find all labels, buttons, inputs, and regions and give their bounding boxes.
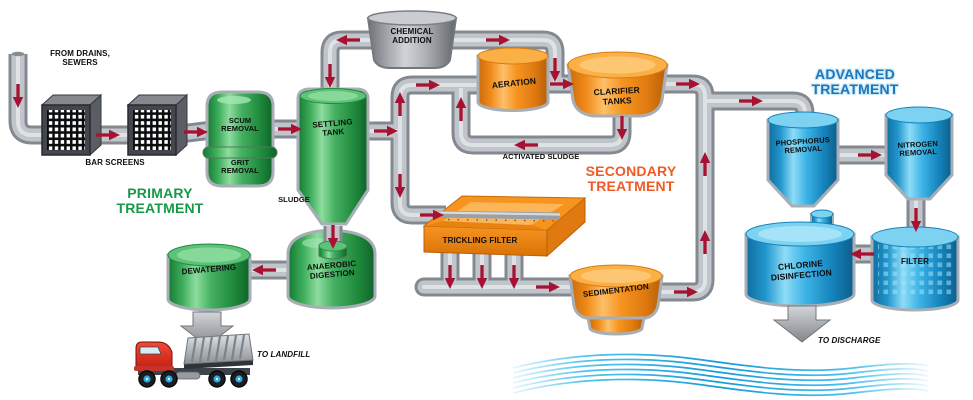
phosphorus-removal-tank <box>766 111 840 208</box>
section-advanced-treatment: ADVANCED TREATMENT <box>811 66 899 97</box>
section-primary-treatment: PRIMARY TREATMENT <box>116 185 204 216</box>
label-sludge: SLUDGE <box>278 195 310 204</box>
dewatering-tank <box>166 243 252 312</box>
settling-tank <box>296 87 370 226</box>
filter-tank <box>870 226 960 312</box>
label-grit-removal: GRIT REMOVAL <box>221 158 259 176</box>
dump-truck <box>134 333 254 388</box>
sedimentation-tank <box>568 264 664 336</box>
label-bar-screens: BAR SCREENS <box>85 158 145 167</box>
label-scum-removal: SCUM REMOVAL <box>221 116 259 134</box>
truck-wheels <box>138 370 248 388</box>
sprinkler-pipe <box>431 210 561 222</box>
label-chemical-addition: CHEMICAL ADDITION <box>390 27 434 45</box>
bar-screen-1 <box>41 94 102 156</box>
inlet-pipe-opening <box>11 51 25 57</box>
label-trickling-filter: TRICKLING FILTER <box>442 236 518 245</box>
label-to-discharge: TO DISCHARGE <box>818 336 881 345</box>
chemical-addition-tank <box>366 10 458 69</box>
clarifier-tank <box>566 51 669 118</box>
trickling-filter <box>422 195 587 258</box>
label-to-landfill: TO LANDFILL <box>257 350 311 359</box>
label-activated-sludge: ACTIVATED SLUDGE <box>502 152 580 161</box>
scum-grit-removal-tank <box>202 90 278 188</box>
aeration-tank <box>476 47 550 112</box>
bar-screen-2 <box>127 94 188 156</box>
label-filter: FILTER <box>900 257 929 266</box>
section-secondary-treatment: SECONDARY TREATMENT <box>585 163 677 194</box>
nitrogen-removal-tank <box>884 106 954 201</box>
water-waves <box>512 353 929 397</box>
anaerobic-digestion-tank <box>286 228 377 310</box>
discharge-arrow <box>772 305 832 343</box>
label-from-drains: FROM DRAINS, SEWERS <box>50 49 110 67</box>
